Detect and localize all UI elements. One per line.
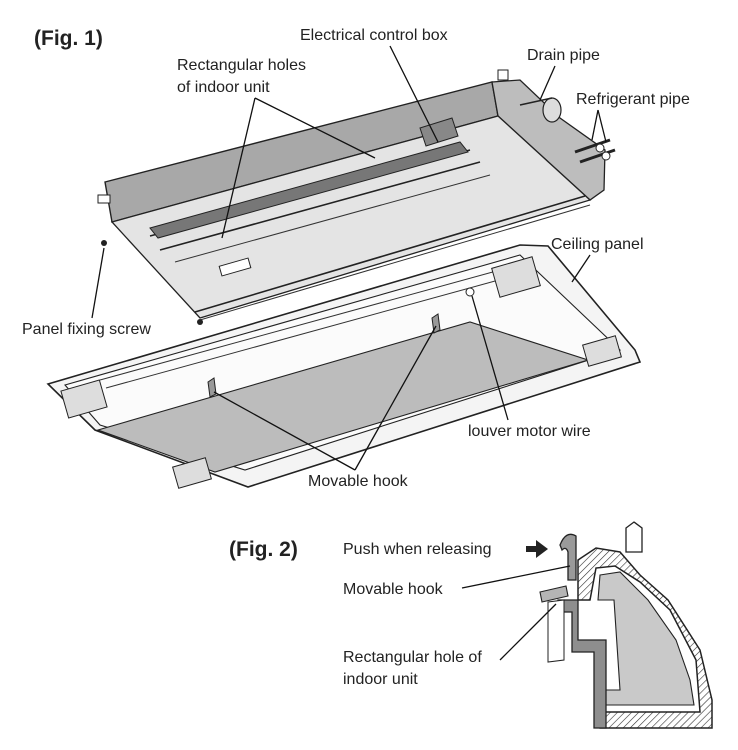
fig2-cross-section [539, 521, 713, 729]
label-ceiling-panel: Ceiling panel [551, 236, 644, 253]
label-refrigerant-pipe: Refrigerant pipe [576, 91, 690, 108]
indoor-unit-body [97, 69, 616, 325]
label-rect-hole-line1: Rectangular hole of [343, 649, 482, 666]
label-rect-holes-line1: Rectangular holes [177, 57, 306, 74]
ceiling-panel [46, 244, 642, 489]
fig2-leader-lines [461, 565, 571, 661]
fig2-title: (Fig. 2) [229, 538, 298, 561]
label-movable-hook-fig1: Movable hook [308, 473, 409, 490]
label-movable-hook-fig2: Movable hook [343, 581, 444, 598]
label-push-when-releasing: Push when releasing [343, 541, 492, 558]
label-electrical-control-box: Electrical control box [300, 27, 448, 44]
label-panel-fixing-screw: Panel fixing screw [22, 321, 151, 338]
fig1-leader-lines [91, 45, 607, 471]
label-louver-motor-wire: louver motor wire [468, 423, 591, 440]
label-rect-hole-line2: indoor unit [343, 671, 418, 688]
fig1-title: (Fig. 1) [34, 27, 103, 50]
label-rect-holes-line2: of indoor unit [177, 79, 270, 96]
push-arrow-icon [526, 540, 548, 558]
label-drain-pipe: Drain pipe [527, 47, 600, 64]
